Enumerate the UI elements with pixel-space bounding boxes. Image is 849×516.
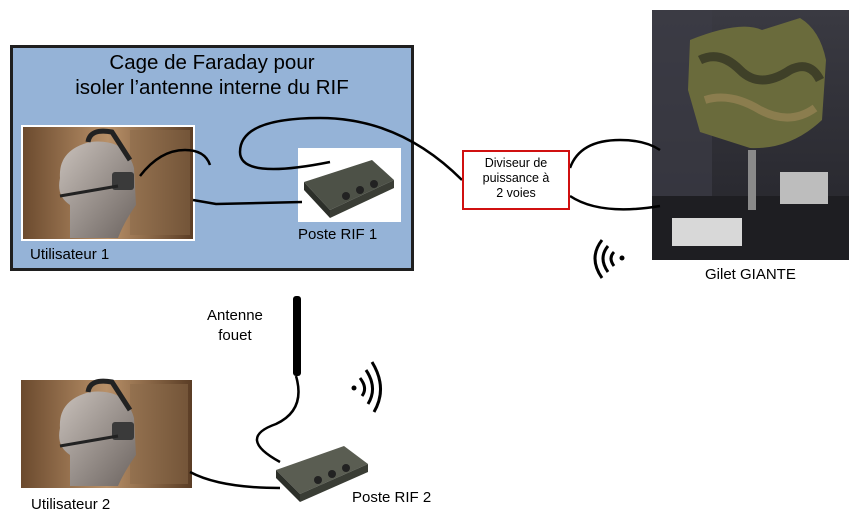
- cage-title-line1: Cage de Faraday pour: [109, 51, 315, 74]
- vest-label: Gilet GIANTE: [705, 266, 796, 283]
- cable-splitter-vest-bottom: [569, 194, 661, 211]
- user1-photo: [21, 125, 212, 241]
- splitter-line1: Diviseur de: [484, 156, 548, 170]
- antenna-label: Antenne fouet: [207, 306, 263, 346]
- splitter-line3: 2 voies: [496, 186, 536, 200]
- cables: [189, 116, 661, 490]
- radio2-label: Poste RIF 2: [352, 489, 432, 506]
- radio1-photo: [298, 148, 401, 222]
- wireless-signal-icon: [593, 239, 625, 279]
- cable-user2-radio2: [189, 470, 281, 490]
- user1-label: Utilisateur 1: [30, 246, 110, 263]
- user2-label: Utilisateur 2: [31, 496, 111, 513]
- vest-photo: [652, 10, 849, 260]
- cable-antenna-radio2: [255, 375, 300, 464]
- cable-splitter-vest-top: [568, 138, 661, 169]
- wireless-signal-icon-antenna: [351, 361, 382, 413]
- radio1-label: Poste RIF 1: [298, 226, 378, 243]
- cage-title-line2: isoler l’antenne interne du RIF: [75, 76, 349, 99]
- antenna-label-line1: Antenne: [207, 307, 263, 324]
- cable-radio1-splitter: [238, 116, 463, 181]
- whip-antenna: [293, 296, 301, 376]
- power-splitter-box: Diviseur de puissance à 2 voies: [462, 150, 570, 210]
- cage-title: Cage de Faraday pour isoler l’antenne in…: [10, 50, 414, 100]
- cable-user1-radio1: [192, 198, 303, 206]
- splitter-line2: puissance à: [482, 171, 550, 185]
- radio2-photo: [276, 446, 368, 502]
- antenna-label-line2: fouet: [218, 327, 252, 344]
- user2-photo: [21, 378, 192, 488]
